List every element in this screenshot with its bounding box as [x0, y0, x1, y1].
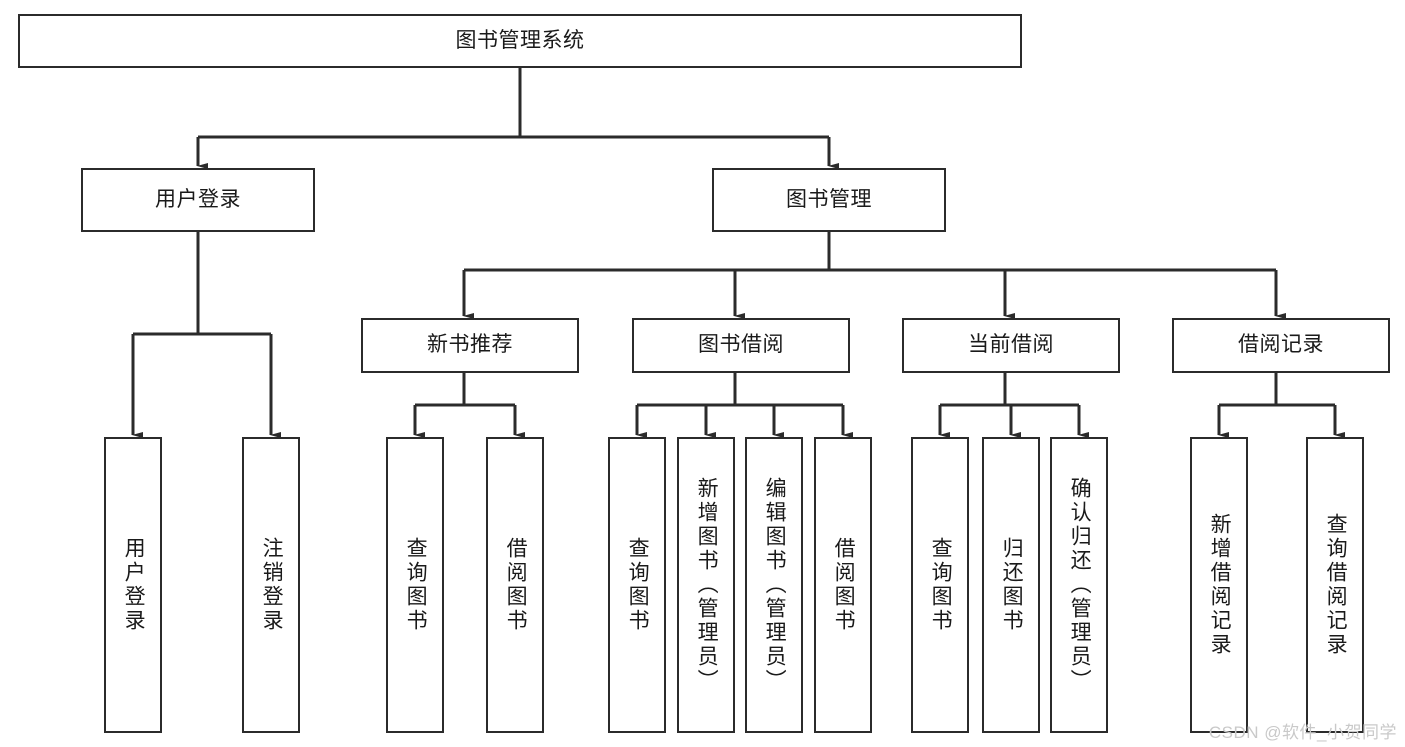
node-label: 查询图书 — [626, 537, 650, 633]
node-label: 当前借阅 — [968, 333, 1054, 357]
node-label: 用户登录 — [122, 537, 146, 633]
level2-node-new-book-rec[interactable]: 新书推荐 — [361, 318, 579, 373]
node-label: 查询图书 — [404, 537, 428, 633]
root-node-root[interactable]: 图书管理系统 — [18, 14, 1022, 68]
node-label: 借阅记录 — [1238, 333, 1324, 357]
level2-node-current-borrow[interactable]: 当前借阅 — [902, 318, 1120, 373]
node-label: 用户登录 — [155, 187, 241, 211]
leaf-node-leaf-query-book-1[interactable]: 查询图书 — [386, 437, 444, 733]
node-label: 查询借阅记录 — [1324, 513, 1348, 657]
node-label: 确认归还（管理员） — [1068, 477, 1092, 693]
node-label: 归还图书 — [1000, 537, 1024, 633]
node-label: 图书管理系统 — [455, 28, 585, 52]
leaf-node-leaf-query-book-3[interactable]: 查询图书 — [911, 437, 969, 733]
leaf-node-leaf-borrow-book-2[interactable]: 借阅图书 — [814, 437, 872, 733]
level2-node-book-borrow[interactable]: 图书借阅 — [632, 318, 850, 373]
leaf-node-leaf-add-record[interactable]: 新增借阅记录 — [1190, 437, 1248, 733]
node-label: 新书推荐 — [427, 333, 513, 357]
leaf-node-leaf-user-login[interactable]: 用户登录 — [104, 437, 162, 733]
leaf-node-leaf-query-book-2[interactable]: 查询图书 — [608, 437, 666, 733]
level2-node-borrow-record[interactable]: 借阅记录 — [1172, 318, 1390, 373]
node-label: 借阅图书 — [832, 537, 856, 633]
node-label: 借阅图书 — [504, 537, 528, 633]
leaf-node-leaf-query-record[interactable]: 查询借阅记录 — [1306, 437, 1364, 733]
leaf-node-leaf-user-logout[interactable]: 注销登录 — [242, 437, 300, 733]
leaf-node-leaf-borrow-book-1[interactable]: 借阅图书 — [486, 437, 544, 733]
node-label: 新增借阅记录 — [1208, 513, 1232, 657]
csdn-watermark: CSDN @软件_小贺同学 — [1208, 723, 1397, 742]
leaf-node-leaf-add-book[interactable]: 新增图书（管理员） — [677, 437, 735, 733]
leaf-node-leaf-confirm-return[interactable]: 确认归还（管理员） — [1050, 437, 1108, 733]
level1-node-user-login[interactable]: 用户登录 — [81, 168, 315, 232]
node-label: 图书借阅 — [698, 333, 784, 357]
node-label: 注销登录 — [260, 537, 284, 633]
node-label: 图书管理 — [786, 187, 872, 211]
node-label: 新增图书（管理员） — [695, 477, 719, 693]
node-label: 编辑图书（管理员） — [763, 477, 787, 693]
node-label: 查询图书 — [929, 537, 953, 633]
leaf-node-leaf-edit-book[interactable]: 编辑图书（管理员） — [745, 437, 803, 733]
level1-node-book-manage[interactable]: 图书管理 — [712, 168, 946, 232]
leaf-node-leaf-return-book[interactable]: 归还图书 — [982, 437, 1040, 733]
